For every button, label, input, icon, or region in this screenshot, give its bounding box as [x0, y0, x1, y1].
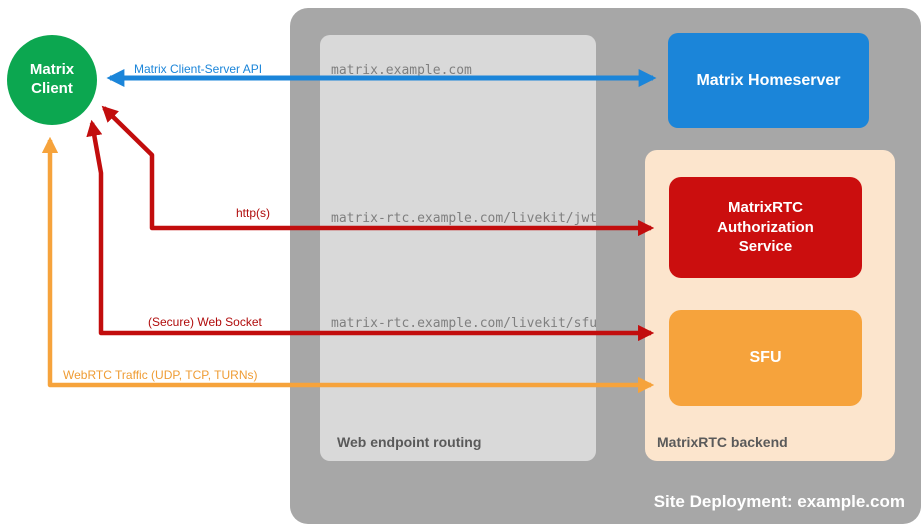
matrix-homeserver-node: Matrix Homeserver — [668, 33, 869, 128]
webrtc-traffic-label: WebRTC Traffic (UDP, TCP, TURNs) — [63, 368, 258, 382]
web-endpoint-routing-box: Web endpoint routing — [320, 35, 596, 461]
endpoint-livekit-jwt: matrix-rtc.example.com/livekit/jwt — [331, 211, 598, 226]
endpoint-livekit-sfu: matrix-rtc.example.com/livekit/sfu — [331, 316, 598, 331]
matrixrtc-auth-service-node: MatrixRTC Authorization Service — [669, 177, 862, 278]
sfu-node: SFU — [669, 310, 862, 406]
https-label: http(s) — [236, 206, 271, 220]
web-socket-label: (Secure) Web Socket — [148, 315, 262, 329]
matrixrtc-backend-label: MatrixRTC backend — [657, 434, 788, 450]
matrixrtc-auth-service-label: MatrixRTC Authorization Service — [717, 199, 814, 256]
matrix-homeserver-label: Matrix Homeserver — [696, 71, 841, 89]
web-endpoint-routing-label: Web endpoint routing — [337, 434, 482, 450]
endpoint-matrix: matrix.example.com — [331, 63, 472, 78]
site-deployment-label: Site Deployment: example.com — [653, 492, 905, 511]
matrix-client-node: Matrix Client — [7, 35, 97, 125]
sfu-label: SFU — [749, 349, 782, 366]
client-server-api-label: Matrix Client-Server API — [134, 62, 263, 76]
matrix-client-label: Matrix Client — [29, 61, 75, 97]
